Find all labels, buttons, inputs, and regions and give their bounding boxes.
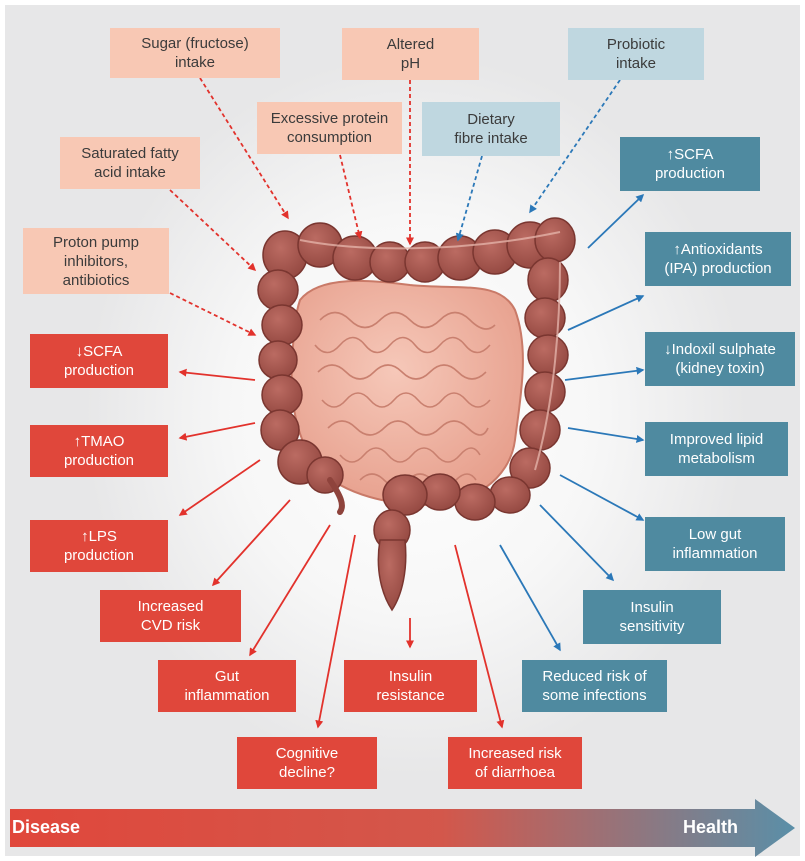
altered-ph-box: Altered pH: [342, 28, 479, 80]
intestine-illustration: [258, 218, 575, 610]
low-gut-inflammation-box: Low gut inflammation: [645, 517, 785, 571]
arrow-fat: [170, 190, 255, 270]
cognitive-decline-box: Cognitive decline?: [237, 737, 377, 789]
arrow-lipid: [568, 428, 643, 440]
arrow-tmao: [180, 423, 255, 438]
disease-label: Disease: [12, 817, 80, 838]
arrow-lps: [180, 460, 260, 515]
antioxidants-box: ↑Antioxidants (IPA) production: [645, 232, 791, 286]
indoxil-sulphate-box: ↓Indoxil sulphate (kidney toxin): [645, 332, 795, 386]
tmao-box: ↑TMAO production: [30, 425, 168, 477]
health-label: Health: [683, 817, 738, 838]
scfa-up-box: ↑SCFA production: [620, 137, 760, 191]
arrow-insulin-sens: [540, 505, 613, 580]
arrow-protein: [340, 155, 360, 238]
arrow-gut-inflam: [250, 525, 330, 655]
dietary-fibre-box: Dietary fibre intake: [422, 102, 560, 156]
gut-inflammation-box: Gut inflammation: [158, 660, 296, 712]
reduced-infections-box: Reduced risk of some infections: [522, 660, 667, 712]
arrow-scfa-down: [180, 372, 255, 380]
proton-pump-box: Proton pump inhibitors, antibiotics: [23, 228, 169, 294]
diarrhoea-risk-box: Increased risk of diarrhoea: [448, 737, 582, 789]
insulin-sensitivity-box: Insulin sensitivity: [583, 590, 721, 644]
arrow-ppi: [170, 293, 255, 335]
arrow-infections: [500, 545, 560, 650]
cvd-risk-box: Increased CVD risk: [100, 590, 241, 642]
arrow-cvd: [213, 500, 290, 585]
arrow-indoxil: [565, 370, 643, 380]
lipid-metabolism-box: Improved lipid metabolism: [645, 422, 788, 476]
disease-health-scale: [10, 799, 795, 857]
insulin-resistance-box: Insulin resistance: [344, 660, 477, 712]
arrow-fibre: [458, 156, 482, 240]
arrow-antiox: [568, 296, 643, 330]
protein-consumption-box: Excessive protein consumption: [257, 102, 402, 154]
probiotic-intake-box: Probiotic intake: [568, 28, 704, 80]
sugar-intake-box: Sugar (fructose) intake: [110, 28, 280, 78]
saturated-fat-box: Saturated fatty acid intake: [60, 137, 200, 189]
arrow-low-gut: [560, 475, 643, 520]
scfa-down-box: ↓SCFA production: [30, 334, 168, 388]
lps-box: ↑LPS production: [30, 520, 168, 572]
arrow-scfa-up: [588, 195, 643, 248]
